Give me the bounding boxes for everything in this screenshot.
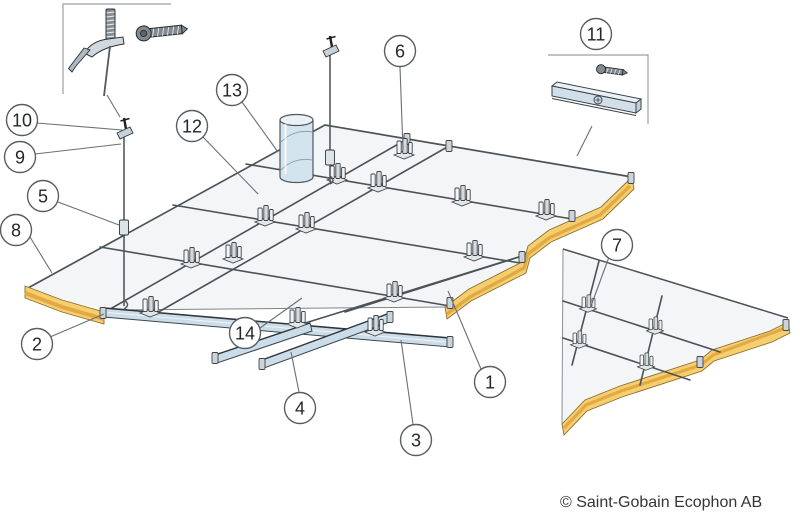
callout-10: 10 bbox=[5, 103, 39, 137]
svg-text:14: 14 bbox=[235, 324, 255, 344]
svg-text:10: 10 bbox=[12, 111, 32, 131]
svg-text:2: 2 bbox=[32, 335, 42, 355]
svg-text:11: 11 bbox=[587, 25, 606, 45]
inset-border bbox=[62, 3, 171, 94]
cut-edge-left bbox=[24, 285, 105, 325]
callout-4: 4 bbox=[283, 391, 317, 425]
callout-8: 8 bbox=[0, 213, 33, 247]
copyright-text: © Saint-Gobain Ecophon AB bbox=[560, 494, 762, 511]
hanger-wire-middle bbox=[321, 34, 341, 185]
ceiling-assembly bbox=[24, 34, 635, 370]
inset-border bbox=[548, 54, 649, 124]
callouts: 1 2 3 4 5 6 7 8 bbox=[0, 17, 634, 457]
profile-screw bbox=[596, 64, 628, 76]
socket-screw bbox=[135, 24, 189, 42]
threaded-rod bbox=[105, 8, 116, 41]
leader-lines bbox=[29, 66, 610, 425]
svg-text:13: 13 bbox=[222, 81, 242, 101]
svg-text:7: 7 bbox=[612, 236, 622, 256]
svg-text:6: 6 bbox=[395, 42, 405, 62]
hanger-wire-left bbox=[115, 116, 135, 310]
callout-14: 14 bbox=[228, 316, 262, 350]
cut-edge-corner bbox=[561, 321, 791, 436]
hanger-wire bbox=[103, 45, 111, 97]
wire-adjuster-clip bbox=[325, 149, 335, 166]
svg-text:4: 4 bbox=[295, 399, 305, 419]
wire-adjuster-clip bbox=[119, 219, 129, 236]
callout-2: 2 bbox=[20, 327, 54, 361]
callout-3: 3 bbox=[399, 423, 433, 457]
cut-edge-right bbox=[444, 176, 635, 320]
ceiling-tile-field bbox=[28, 125, 632, 310]
duct-cylinder bbox=[279, 113, 314, 184]
callout-6: 6 bbox=[383, 34, 417, 68]
svg-text:3: 3 bbox=[411, 431, 421, 451]
callout-5: 5 bbox=[26, 179, 60, 213]
callout-7: 7 bbox=[600, 228, 634, 262]
callout-9: 9 bbox=[3, 140, 37, 174]
callout-1: 1 bbox=[473, 365, 507, 399]
cross-tee-junction bbox=[211, 255, 523, 364]
svg-text:5: 5 bbox=[38, 187, 48, 207]
inset-hanger-detail bbox=[62, 3, 189, 118]
svg-text:12: 12 bbox=[182, 117, 202, 137]
svg-text:1: 1 bbox=[485, 373, 495, 393]
callout-13: 13 bbox=[215, 73, 249, 107]
callout-11: 11 bbox=[579, 17, 613, 51]
inset-wall-profile-detail bbox=[548, 54, 649, 157]
callout-12: 12 bbox=[175, 109, 209, 143]
wire-holder-bracket bbox=[67, 36, 125, 97]
inset-corner-clip-detail bbox=[561, 248, 791, 436]
wall-angle-profile bbox=[550, 81, 643, 116]
svg-text:8: 8 bbox=[11, 221, 21, 241]
svg-text:9: 9 bbox=[15, 148, 25, 168]
